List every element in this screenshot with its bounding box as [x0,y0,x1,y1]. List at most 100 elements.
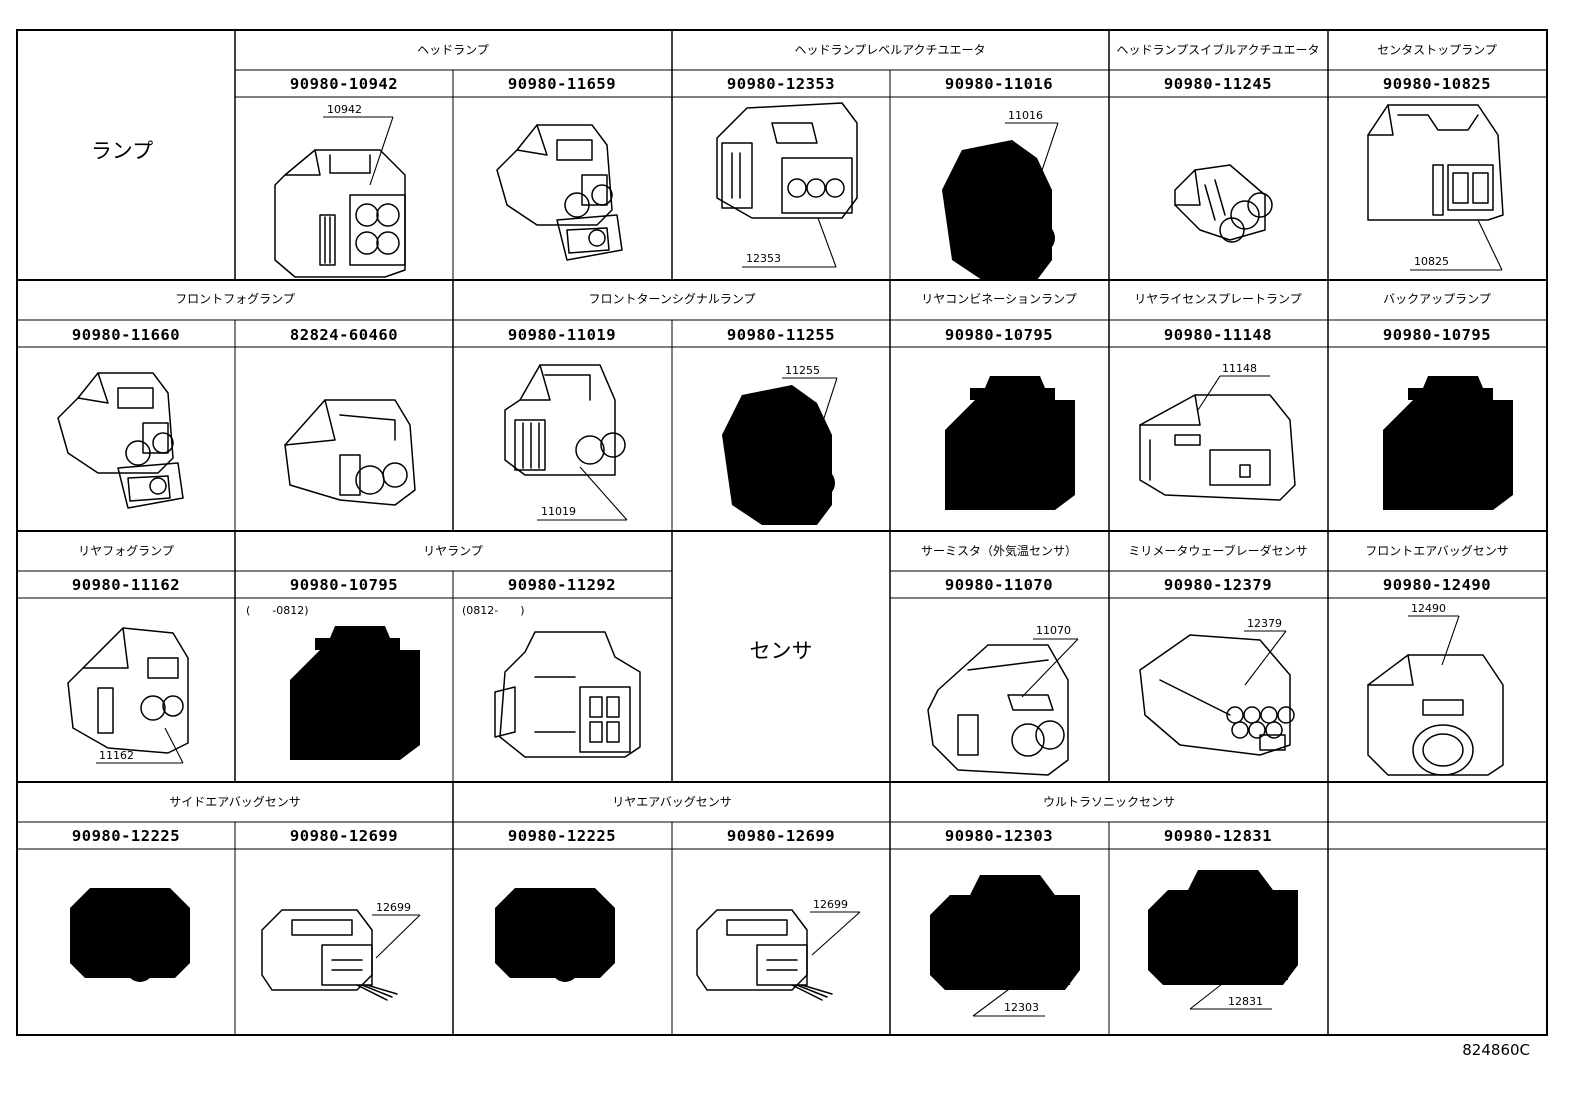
connector-drawing-10825 [1367,104,1504,221]
svg-text:10942: 10942 [327,103,362,116]
header-headlamp: ヘッドランプ [417,43,489,57]
drawing-id: 824860C [1462,1041,1530,1059]
part-number: 90980-12303 [945,827,1053,845]
callout-12699-b: 12699 [810,898,861,956]
connector-drawing-12831 [1148,870,1298,985]
part-number: 90980-11245 [1164,75,1272,93]
part-number: 90980-12831 [1164,827,1272,845]
part-number: 90980-12353 [727,75,835,93]
header-rear-combination-lamp: リヤコンビネーションランプ [921,292,1076,306]
connector-drawing-10795b [1383,376,1513,510]
part-number: 90980-12699 [290,827,398,845]
svg-text:11019: 11019 [541,505,576,518]
part-number: 90980-11162 [72,576,180,594]
part-number: 90980-10825 [1383,75,1491,93]
callout-11162: 11162 [96,727,184,764]
callout-10942: 10942 [323,103,394,186]
header-mmwave-radar: ミリメータウェーブレーダセンサ [1128,543,1307,558]
table-grid [16,29,1548,1036]
connector-drawing-82824-60460 [284,399,416,506]
part-number: 90980-11659 [508,75,616,93]
callout-11019: 11019 [537,466,628,521]
connector-drawing-11660 [57,372,184,509]
group-label-sensor: センサ [750,639,813,663]
connector-drawing-11659 [496,124,623,261]
header-side-airbag-sensor: サイドエアバッグセンサ [169,795,301,809]
part-number: 90980-12225 [72,827,180,845]
part-number: 90980-11255 [727,326,835,344]
header-front-airbag-sensor: フロントエアバッグセンサ [1365,544,1509,558]
svg-text:12379: 12379 [1247,617,1282,630]
connector-drawing-12225 [70,888,190,982]
header-leveling-actuator: ヘッドランプレベルアクチユエータ [794,43,985,57]
part-number: 90980-10942 [290,75,398,93]
callout-11070: 11070 [1021,624,1079,698]
header-thermistor: サーミスタ（外気温センサ） [921,543,1077,558]
part-number: 90980-11019 [508,326,616,344]
header-center-stop-lamp: センタストップランプ [1377,43,1497,57]
group-label-lamp: ランプ [91,139,153,163]
callout-11016: 11016 [1005,109,1059,201]
header-backup-lamp: バックアップランプ [1383,292,1491,306]
callout-12831: 12831 [1189,965,1272,1010]
part-number: 90980-12699 [727,827,835,845]
callout-11148: 11148 [1197,362,1270,411]
connector-drawing-11255 [722,385,835,525]
header-rear-airbag-sensor: リヤエアバッグセンサ [612,795,732,809]
svg-text:12831: 12831 [1228,995,1263,1008]
svg-text:12490: 12490 [1411,602,1446,615]
connector-drawing-11148 [1139,394,1296,501]
svg-text:12353: 12353 [746,252,781,265]
part-number: 90980-11660 [72,326,180,344]
connector-drawing-10795 [945,376,1075,510]
part-number: 90980-11148 [1164,326,1272,344]
header-rear-lamp: リヤランプ [423,544,483,558]
part-number: 90980-12225 [508,827,616,845]
connector-drawing-11162 [67,627,189,754]
svg-text:12699: 12699 [376,901,411,914]
date-range-note: (0812- ) [462,604,525,617]
svg-text:11016: 11016 [1008,109,1043,122]
connector-drawing-11019 [504,364,626,476]
part-number: 90980-11016 [945,75,1053,93]
connector-drawing-12490 [1367,654,1504,776]
part-number: 82824-60460 [290,326,398,344]
svg-text:12699: 12699 [813,898,848,911]
header-rear-fog-lamp: リヤフォグランプ [78,544,174,558]
svg-text:10825: 10825 [1414,255,1449,268]
callout-11255: 11255 [782,364,838,447]
svg-text:12303: 12303 [1004,1001,1039,1014]
connector-drawing-12353 [716,102,858,219]
header-front-fog-lamp: フロントフォグランプ [175,292,295,306]
connector-drawing-11292 [494,631,641,758]
svg-text:11162: 11162 [99,749,134,762]
svg-text:11255: 11255 [785,364,820,377]
part-number: 90980-12379 [1164,576,1272,594]
callout-12379: 12379 [1244,617,1287,686]
part-number: 90980-10795 [290,576,398,594]
connector-drawing-11245 [1174,164,1273,243]
connector-drawing-10942 [274,149,406,278]
svg-text:11070: 11070 [1036,624,1071,637]
callout-10825: 10825 [1410,219,1503,271]
connector-drawing-12303 [930,875,1080,990]
connector-drawing-12699-b [696,909,833,1001]
connector-drawing-12225-b [495,888,615,982]
connector-drawing-10795c [290,626,420,760]
connector-drawing-11016 [942,140,1055,280]
callout-12353: 12353 [742,217,837,268]
header-ultrasonic-sensor: ウルトラソニックセンサ [1043,795,1175,809]
part-number: 90980-11292 [508,576,616,594]
callout-12699-a: 12699 [372,901,421,959]
part-number: 90980-12490 [1383,576,1491,594]
connector-drawing-11070 [927,644,1069,776]
callout-12303: 12303 [972,971,1045,1017]
part-number: 90980-10795 [945,326,1053,344]
connector-drawing-12699 [261,909,398,1001]
callout-12490: 12490 [1408,602,1460,666]
part-number: 90980-10795 [1383,326,1491,344]
header-license-plate-lamp: リヤライセンスプレートランプ [1134,292,1301,306]
connector-drawing-12379 [1139,634,1295,756]
svg-text:11148: 11148 [1222,362,1257,375]
